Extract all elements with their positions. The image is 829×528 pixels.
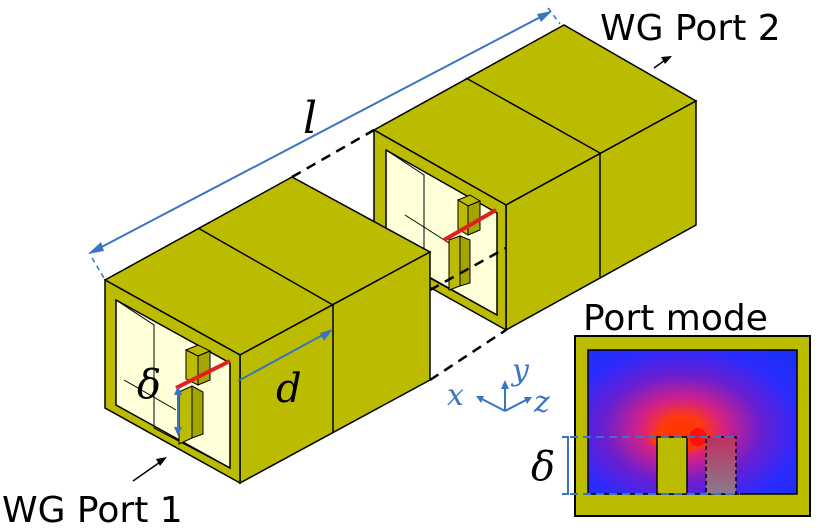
- length-arrowhead-left: [88, 242, 104, 254]
- wg1-delta-arrowhead-bottom: [174, 427, 182, 436]
- port1-pointer: [132, 459, 164, 482]
- wg2-inner-edges: [385, 149, 425, 275]
- wg1-inner-edges: [115, 299, 155, 428]
- port-mode-field: [587, 349, 798, 495]
- length-arrow-line: [89, 11, 551, 254]
- mode-post-right: [705, 436, 737, 495]
- width-label: d: [276, 366, 302, 412]
- axis-x-head: [476, 396, 484, 403]
- field-hotspot-core: [689, 428, 707, 446]
- port-mode-title: Port mode: [583, 298, 768, 339]
- port2-pointer-head: [661, 56, 672, 64]
- wg1-strip: [175, 359, 231, 390]
- wg1-inner-edge-floor: [153, 427, 231, 469]
- mode-delta-label: δ: [531, 444, 555, 490]
- wg1-delta-arrowhead-top: [174, 386, 182, 395]
- port1-label: WG Port 1: [2, 490, 183, 528]
- wg2-post-lower: [448, 235, 461, 291]
- wg2-post-lower-side: [459, 235, 471, 287]
- delta-label: δ: [137, 362, 161, 408]
- axis-y-head: [501, 380, 509, 389]
- mode-delta-bracket: [562, 436, 569, 495]
- port2-label: WG Port 2: [600, 8, 781, 49]
- length-label: l: [303, 93, 317, 144]
- mode-post-left: [656, 436, 688, 495]
- width-dimension: d: [237, 329, 333, 412]
- axis-z-head: [524, 397, 532, 404]
- wg2-top-seam: [465, 77, 601, 154]
- wg2-strip: [443, 208, 497, 242]
- port1-pointer-head: [156, 457, 167, 466]
- wg1-post-lower-side: [191, 385, 204, 439]
- wg2-inner-edge-floor: [423, 274, 498, 316]
- axis-triad: x y z: [447, 353, 550, 420]
- width-arrowhead: [320, 329, 333, 341]
- width-arrow-line: [237, 330, 331, 382]
- axis-x-line: [479, 397, 506, 412]
- dash-right: [429, 246, 507, 292]
- waveguide-section-2: [372, 24, 698, 332]
- wg1-inner-edge-back: [123, 379, 177, 411]
- length-dimension: l: [88, 7, 561, 279]
- wg1-post-upper-side: [197, 350, 211, 386]
- axis-x-label: x: [447, 378, 464, 413]
- port-mode-inset: Port mode δ: [531, 298, 811, 517]
- wg1-top-seam: [197, 227, 334, 306]
- dash-bottom: [429, 328, 507, 382]
- length-arrowhead-right: [537, 11, 552, 22]
- axis-y-label: y: [510, 353, 530, 388]
- axis-z-line: [504, 398, 529, 412]
- connector-dashes: [291, 128, 507, 382]
- length-ext-right: [547, 7, 561, 25]
- axis-z-label: z: [533, 385, 550, 420]
- waveguide-section-1: [103, 176, 432, 485]
- length-ext-left: [91, 257, 105, 279]
